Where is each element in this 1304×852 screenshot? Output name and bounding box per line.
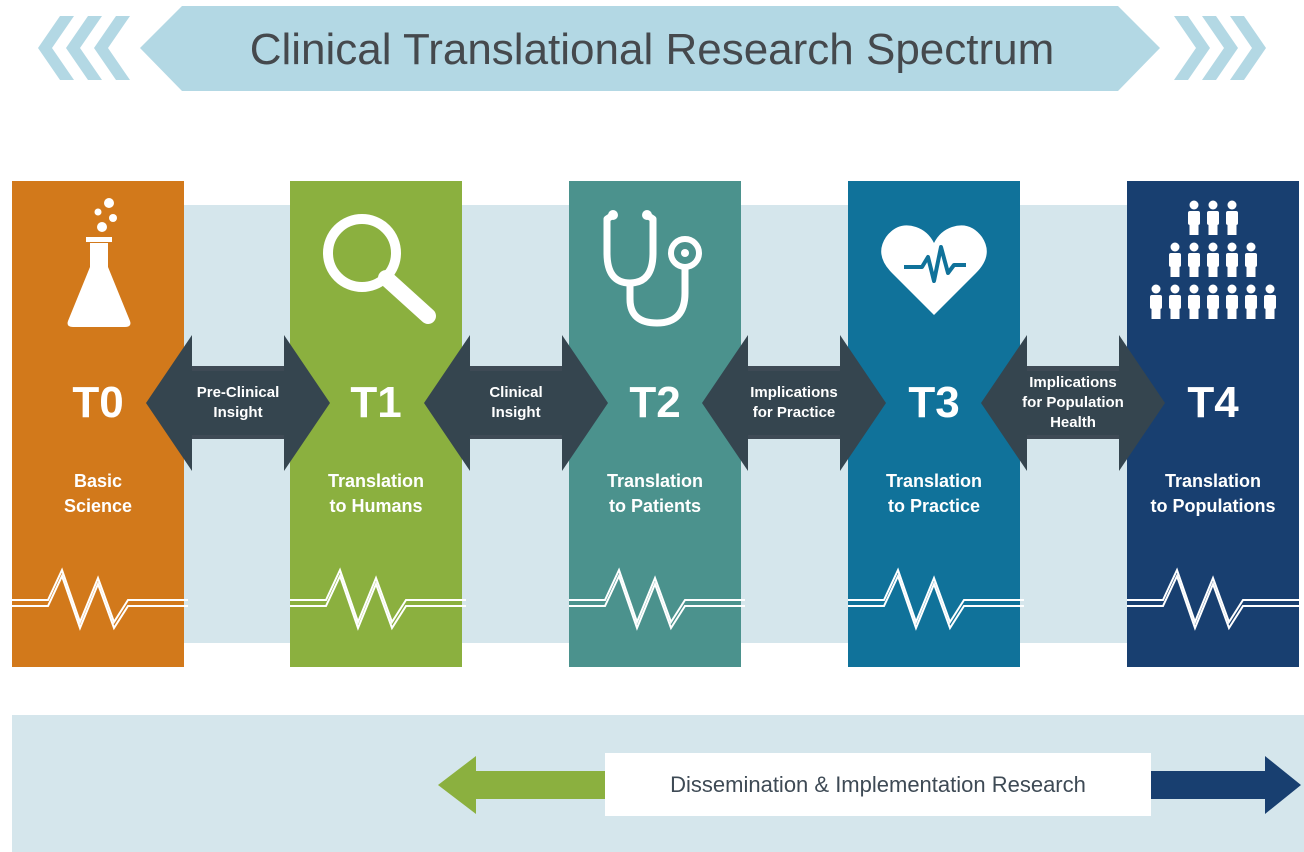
pulse-line bbox=[569, 567, 745, 625]
connector-line: Implications bbox=[1029, 374, 1117, 391]
phase-label-line: to Practice bbox=[887, 496, 981, 516]
phase-code: T1 bbox=[350, 378, 402, 427]
person-figure bbox=[1226, 242, 1238, 277]
pulse-line bbox=[848, 573, 1024, 631]
pulse-line bbox=[12, 567, 188, 625]
pulse-line bbox=[848, 567, 1024, 625]
phase-label: Translation to Practice bbox=[848, 469, 1020, 519]
pulse-line bbox=[290, 567, 466, 625]
phase-label-line: to Populations bbox=[1150, 496, 1276, 516]
connector-line: Health bbox=[1050, 414, 1096, 431]
phase-code: T3 bbox=[908, 378, 960, 427]
connector-implications-for-practice: Implications for Practice bbox=[702, 335, 886, 471]
person-figure bbox=[1226, 284, 1238, 319]
person-figure bbox=[1188, 284, 1200, 319]
pulse-lines bbox=[12, 567, 1303, 631]
pulse-line bbox=[290, 573, 466, 631]
people-icon bbox=[1150, 200, 1276, 319]
connector-line: for Practice bbox=[752, 404, 836, 421]
connector-line: Clinical bbox=[489, 384, 543, 401]
phase-label: Translation to Populations bbox=[1127, 469, 1299, 519]
person-figure bbox=[1188, 200, 1200, 235]
banner-body bbox=[140, 6, 1160, 91]
heart-pulse-icon bbox=[881, 225, 987, 315]
connector-line: Implications bbox=[750, 384, 838, 401]
right-chevrons-icon bbox=[1174, 16, 1266, 80]
person-figure bbox=[1207, 284, 1219, 319]
phase-label: Translation to Patients bbox=[569, 469, 741, 519]
phase-code: T4 bbox=[1187, 378, 1239, 427]
person-figure bbox=[1264, 284, 1276, 319]
connector-label: Implications for Practice bbox=[724, 335, 864, 471]
person-figure bbox=[1245, 284, 1257, 319]
pulse-line bbox=[569, 573, 745, 631]
phase-label-line: Translation bbox=[327, 471, 425, 491]
title-banner bbox=[38, 6, 1266, 91]
phase-label-line: Translation bbox=[885, 471, 983, 491]
connector-label: Clinical Insight bbox=[446, 335, 586, 471]
person-figure bbox=[1207, 242, 1219, 277]
phase-t3: T3 Translation to Practice bbox=[848, 181, 1020, 667]
person-figure bbox=[1207, 200, 1219, 235]
person-figure bbox=[1169, 242, 1181, 277]
phase-label: Basic Science bbox=[12, 469, 184, 519]
phase-code: T0 bbox=[72, 378, 124, 427]
magnifier-icon bbox=[323, 214, 436, 324]
pulse-line bbox=[12, 573, 188, 631]
person-figure bbox=[1226, 200, 1238, 235]
flask-icon bbox=[67, 198, 131, 327]
person-figure bbox=[1150, 284, 1162, 319]
pulse-line bbox=[1127, 573, 1303, 631]
person-figure bbox=[1169, 284, 1181, 319]
connector-line: Pre-Clinical bbox=[196, 384, 280, 401]
phase-label-line: to Humans bbox=[329, 496, 423, 516]
left-chevrons-icon bbox=[38, 16, 130, 80]
connector-clinical-insight: Clinical Insight bbox=[424, 335, 608, 471]
person-figure bbox=[1188, 242, 1200, 277]
phase-label-line: Translation bbox=[1164, 471, 1262, 491]
phase-label-line: Science bbox=[63, 496, 133, 516]
right-arrow-icon bbox=[1149, 756, 1301, 814]
dissemination-label: Dissemination & Implementation Research bbox=[670, 772, 1086, 797]
connector-label: Implications for Population Health bbox=[1003, 335, 1143, 471]
phase-t4: T4 Translation to Populations bbox=[1127, 181, 1299, 667]
connector-preclinical-insight: Pre-Clinical Insight bbox=[146, 335, 330, 471]
connector-line: Insight bbox=[213, 404, 263, 421]
phase-label: Translation to Humans bbox=[290, 469, 462, 519]
phase-label-line: Translation bbox=[606, 471, 704, 491]
connector-implications-for-population-health: Implications for Population Health bbox=[981, 335, 1165, 471]
phase-code: T2 bbox=[629, 378, 681, 427]
page-title: Clinical Translational Research Spectrum bbox=[249, 25, 1055, 74]
connector-label: Pre-Clinical Insight bbox=[168, 335, 308, 471]
dissemination-label-box bbox=[605, 753, 1151, 816]
connector-line: Insight bbox=[491, 404, 541, 421]
pulse-line bbox=[1127, 567, 1303, 625]
stethoscope-icon bbox=[603, 210, 702, 327]
person-figure bbox=[1245, 242, 1257, 277]
left-arrow-icon bbox=[438, 756, 608, 814]
connector-line: for Population bbox=[1022, 394, 1124, 411]
phase-label-line: Basic bbox=[73, 471, 123, 491]
phase-label-line: to Patients bbox=[608, 496, 701, 516]
